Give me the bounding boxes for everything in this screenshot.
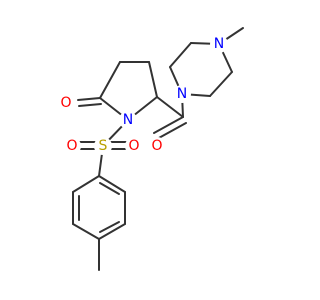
atom-bg-o-sulfonyl-left: [63, 137, 81, 155]
atom-bg-n-pyrrolidine: [119, 111, 137, 129]
atom-backgrounds: [57, 35, 228, 155]
molecule-structure: O N S O O O N N: [57, 27, 244, 271]
bond-ar-inner-1: [99, 182, 120, 195]
bond-amide-co-1: [153, 116, 184, 134]
atom-n-piperazine-1: N: [177, 86, 187, 102]
bond-amide-co-2: [156, 122, 187, 140]
atom-o-amide: O: [151, 138, 162, 154]
atom-n-pyrrolidine: N: [123, 112, 133, 128]
atom-o-ring-carbonyl: O: [60, 95, 71, 111]
atom-bg-o-sulfonyl-right: [125, 137, 143, 155]
atom-bg-n-piperazine-1: [173, 85, 191, 103]
atom-o-sulfonyl-left: O: [66, 138, 77, 154]
bond-ring-carbonyl-1: [77, 97, 101, 101]
atom-n-piperazine-4: N: [214, 36, 224, 52]
bond-ar-4: [72, 223, 100, 240]
bond-pip-c5-c6: [209, 71, 233, 97]
atom-bg-o-ring-carbonyl: [57, 94, 75, 112]
atom-labels: O N S O O O N N: [60, 36, 224, 154]
bond-pip-c2-c3: [169, 42, 192, 68]
bond-ar-inner-2: [99, 221, 120, 233]
bond-ring-carbonyl-2: [78, 103, 102, 107]
bond-c3-amide-c: [156, 96, 184, 118]
bond-ar-1: [98, 175, 126, 193]
atom-bg-s-sulfonyl: [94, 137, 112, 155]
bond-ring-c5-c1: [99, 61, 121, 99]
atom-bg-n-piperazine-4: [210, 35, 228, 53]
atom-s-sulfonyl: S: [99, 138, 108, 154]
atom-o-sulfonyl-right: O: [128, 138, 139, 154]
bond-ring-c2-c3: [148, 61, 158, 98]
atom-bg-o-amide: [148, 137, 166, 155]
bond-ar-6: [72, 175, 100, 193]
bond-ar-3: [98, 223, 126, 240]
molecule-canvas: O N S O O O N N: [57, 27, 244, 271]
